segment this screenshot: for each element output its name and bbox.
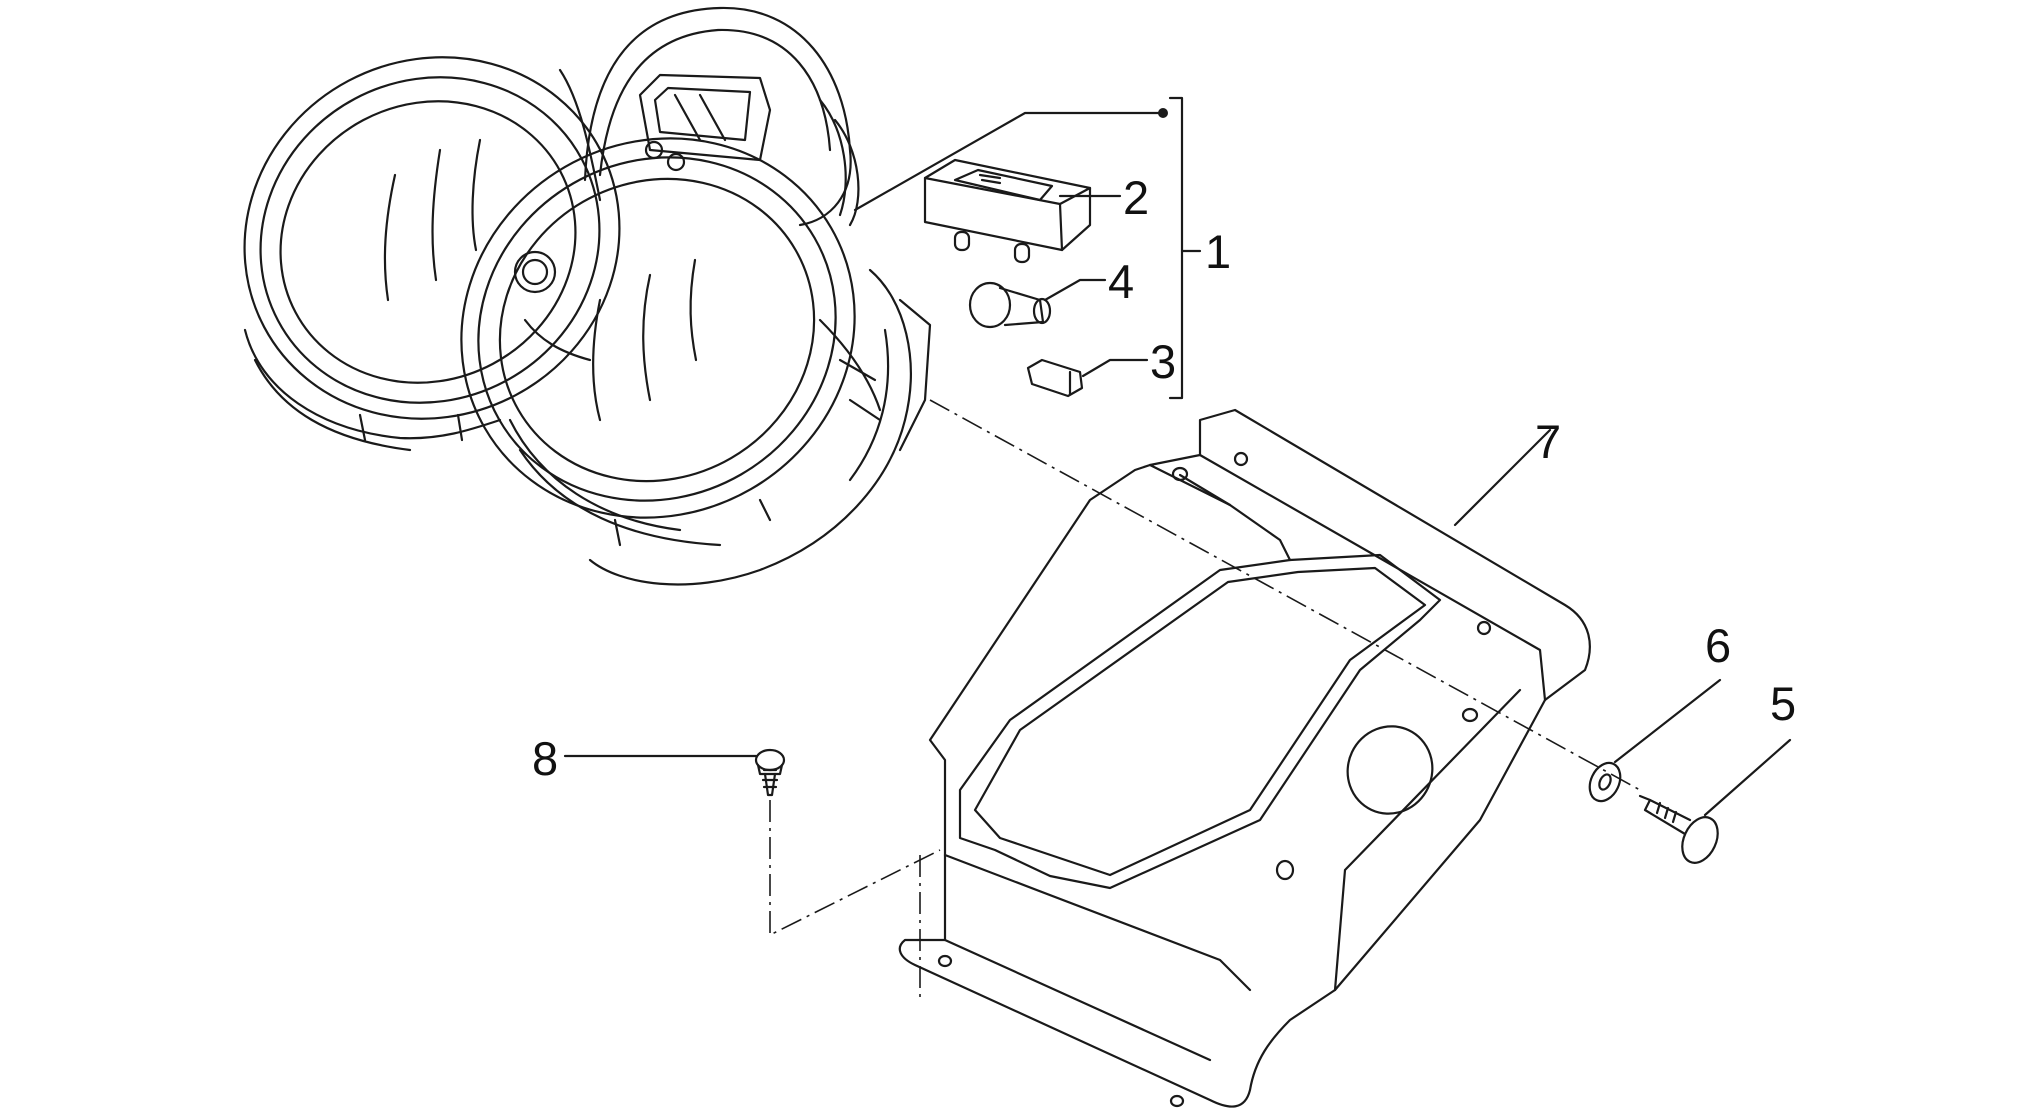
rear-gauge-housing bbox=[583, 6, 860, 227]
plate-hole bbox=[1275, 859, 1295, 881]
callout-labels: 1 2 3 4 5 6 7 8 bbox=[532, 171, 1796, 785]
bulb-socket bbox=[968, 278, 1107, 329]
callout-7: 7 bbox=[1535, 415, 1561, 468]
plate-hole bbox=[1169, 1094, 1185, 1108]
plate-hole bbox=[1233, 451, 1249, 467]
assembly-bracket bbox=[853, 96, 1202, 400]
leader-7 bbox=[1453, 428, 1552, 527]
callout-3: 3 bbox=[1150, 335, 1176, 388]
left-gauge bbox=[243, 56, 621, 452]
screw-8 bbox=[563, 748, 786, 797]
callout-2: 2 bbox=[1123, 171, 1149, 224]
callout-6: 6 bbox=[1705, 619, 1731, 672]
instrument-cluster bbox=[243, 6, 932, 586]
center-mount-bolt bbox=[513, 250, 557, 294]
callout-8: 8 bbox=[532, 732, 558, 785]
screw-5 bbox=[1638, 738, 1792, 864]
callout-4: 4 bbox=[1108, 255, 1134, 308]
plate-hole bbox=[1461, 707, 1479, 723]
plate-hole bbox=[1476, 620, 1492, 636]
callout-1: 1 bbox=[1205, 225, 1231, 278]
bulb bbox=[1026, 358, 1149, 398]
plate-hole bbox=[937, 954, 953, 968]
right-gauge bbox=[460, 137, 932, 586]
plate-hole bbox=[1171, 466, 1189, 482]
assembly-lines bbox=[769, 399, 1641, 1000]
washer bbox=[1588, 678, 1722, 803]
plate-large-hole bbox=[1346, 725, 1434, 815]
mounting-plate bbox=[898, 408, 1591, 1108]
leader-dot bbox=[1158, 108, 1168, 118]
callout-5: 5 bbox=[1770, 677, 1796, 730]
display-module bbox=[923, 158, 1122, 264]
